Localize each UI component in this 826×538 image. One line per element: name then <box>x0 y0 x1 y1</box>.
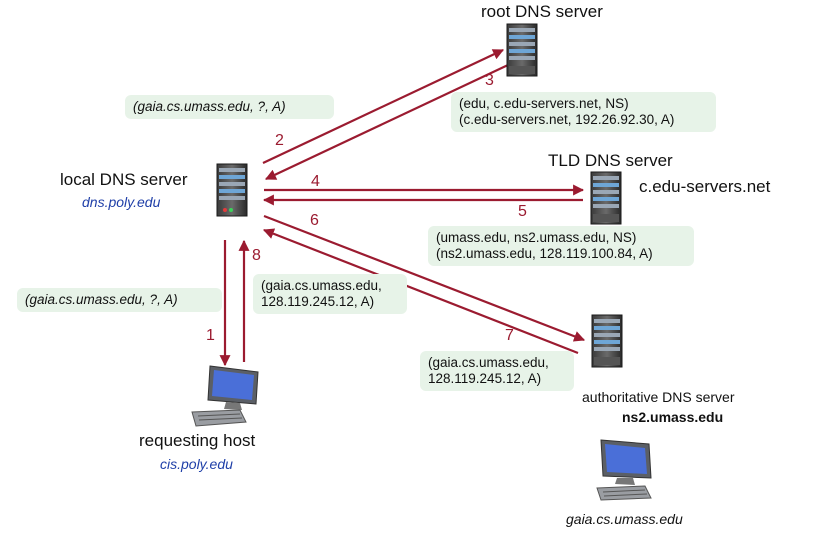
requesting-host-title: requesting host <box>139 431 256 450</box>
tld-server-hostname: c.edu-servers.net <box>639 177 771 196</box>
query-record-line: (gaia.cs.umass.edu, ?, A) <box>25 292 178 307</box>
requesting-host-hostname: cis.poly.edu <box>160 456 233 472</box>
server-icon <box>590 171 622 225</box>
arrow-step-7 <box>262 228 579 355</box>
step-number-2: 2 <box>275 132 284 149</box>
step-number-1: 1 <box>206 327 215 344</box>
computer-icon <box>596 439 652 501</box>
record-line: 128.119.245.12, A) <box>261 294 375 309</box>
server-icon <box>216 163 248 217</box>
arrow-step-3 <box>265 64 509 180</box>
step-number-3: 3 <box>485 72 494 89</box>
record-line: 128.119.245.12, A) <box>428 371 542 386</box>
step-number-7: 7 <box>505 327 514 344</box>
step-number-4: 4 <box>311 173 320 190</box>
record-line: (umass.edu, ns2.umass.edu, NS) <box>436 230 637 245</box>
step-number-5: 5 <box>518 203 527 220</box>
record-line: (c.edu-servers.net, 192.26.92.30, A) <box>459 112 675 127</box>
query-record-box: (gaia.cs.umass.edu, ?, A) <box>17 288 222 312</box>
local-server-hostname: dns.poly.edu <box>82 194 161 210</box>
server-icon <box>506 23 538 77</box>
query-record-box: (gaia.cs.umass.edu, ?, A) <box>125 95 334 119</box>
record-line: (gaia.cs.umass.edu, <box>428 355 549 370</box>
authoritative-server-hostname: ns2.umass.edu <box>622 409 724 425</box>
auth-reply-record-box: (gaia.cs.umass.edu, 128.119.245.12, A) <box>420 351 574 391</box>
tld-server-title: TLD DNS server <box>548 151 673 170</box>
computer-icon <box>191 365 259 427</box>
server-icon <box>591 314 623 368</box>
local-reply-record-box: (gaia.cs.umass.edu, 128.119.245.12, A) <box>253 274 407 314</box>
record-line: (ns2.umass.edu, 128.119.100.84, A) <box>436 246 653 261</box>
step-number-6: 6 <box>310 212 319 229</box>
step-number-8: 8 <box>252 247 261 264</box>
root-reply-record-box: (edu, c.edu-servers.net, NS) (c.edu-serv… <box>451 92 716 132</box>
record-line: (gaia.cs.umass.edu, <box>261 278 382 293</box>
root-server-title: root DNS server <box>481 2 603 21</box>
tld-reply-record-box: (umass.edu, ns2.umass.edu, NS) (ns2.umas… <box>428 226 694 266</box>
arrow-step-2 <box>262 49 504 164</box>
arrow-step-6 <box>263 214 586 342</box>
record-line: (edu, c.edu-servers.net, NS) <box>459 96 629 111</box>
local-server-title: local DNS server <box>60 170 188 189</box>
target-host-hostname: gaia.cs.umass.edu <box>566 511 683 527</box>
query-record-line: (gaia.cs.umass.edu, ?, A) <box>133 99 286 114</box>
authoritative-server-title: authoritative DNS server <box>582 389 735 405</box>
